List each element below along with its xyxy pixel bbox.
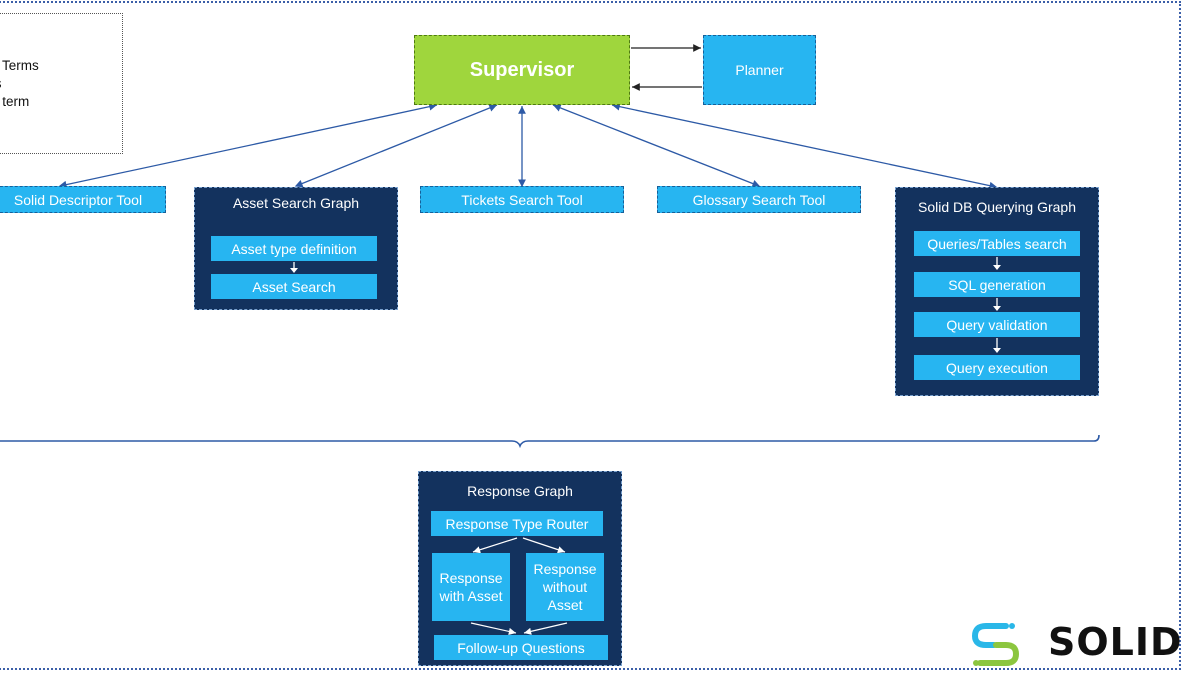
db-graph-title: Solid DB Querying Graph xyxy=(918,199,1076,215)
query-validation-step: Query validation xyxy=(914,312,1080,337)
legend-line: n term xyxy=(0,94,30,109)
down-arrow-icon xyxy=(993,257,1001,270)
response-graph-title: Response Graph xyxy=(467,483,573,499)
asset-type-definition-step: Asset type definition xyxy=(211,236,377,261)
descriptor-tool-node: Solid Descriptor Tool xyxy=(0,186,166,213)
sql-generation-step: SQL generation xyxy=(914,272,1080,297)
asset-search-step: Asset Search xyxy=(211,274,377,299)
query-execution-step: Query execution xyxy=(914,355,1080,380)
response-without-asset-step: Response without Asset xyxy=(526,553,604,621)
glossary-tool-label: Glossary Search Tool xyxy=(692,191,826,208)
supervisor-label: Supervisor xyxy=(469,58,575,81)
legend-box: n Terms ts n term s xyxy=(0,13,123,154)
solid-logo-icon xyxy=(972,623,1020,666)
logo-wordmark: SOLID xyxy=(1048,620,1183,664)
dotted-frame xyxy=(0,1,1181,670)
arrow-supervisor-asset-graph xyxy=(294,104,498,188)
response-type-router-step: Response Type Router xyxy=(431,511,603,536)
tickets-tool-label: Tickets Search Tool xyxy=(461,191,583,208)
down-arrow-icon xyxy=(993,298,1001,311)
down-arrow-icon xyxy=(993,338,1001,353)
asset-search-graph: Asset Search Graph Asset type definition… xyxy=(194,187,398,310)
follow-up-questions-step: Follow-up Questions xyxy=(434,635,608,660)
response-graph: Response Graph Response Type Router Resp… xyxy=(418,471,622,666)
planner-node: Planner xyxy=(703,35,816,105)
queries-tables-search-step: Queries/Tables search xyxy=(914,231,1080,256)
supervisor-node: Supervisor xyxy=(414,35,630,105)
down-arrow-icon xyxy=(290,262,298,273)
db-querying-graph: Solid DB Querying Graph Queries/Tables s… xyxy=(895,187,1099,396)
asset-graph-title: Asset Search Graph xyxy=(232,195,360,211)
planner-label: Planner xyxy=(735,62,784,78)
aggregation-brace xyxy=(0,434,1100,449)
descriptor-tool-label: Solid Descriptor Tool xyxy=(13,191,143,208)
response-flow-arrows xyxy=(470,537,568,635)
response-with-asset-step: Response with Asset xyxy=(432,553,510,621)
legend-line: n Terms xyxy=(0,58,39,73)
glossary-tool-node: Glossary Search Tool xyxy=(657,186,861,213)
legend-line: ts xyxy=(0,76,2,91)
tickets-tool-node: Tickets Search Tool xyxy=(420,186,624,213)
arrow-supervisor-db-graph xyxy=(611,102,998,190)
arrow-supervisor-glossary xyxy=(552,104,761,188)
